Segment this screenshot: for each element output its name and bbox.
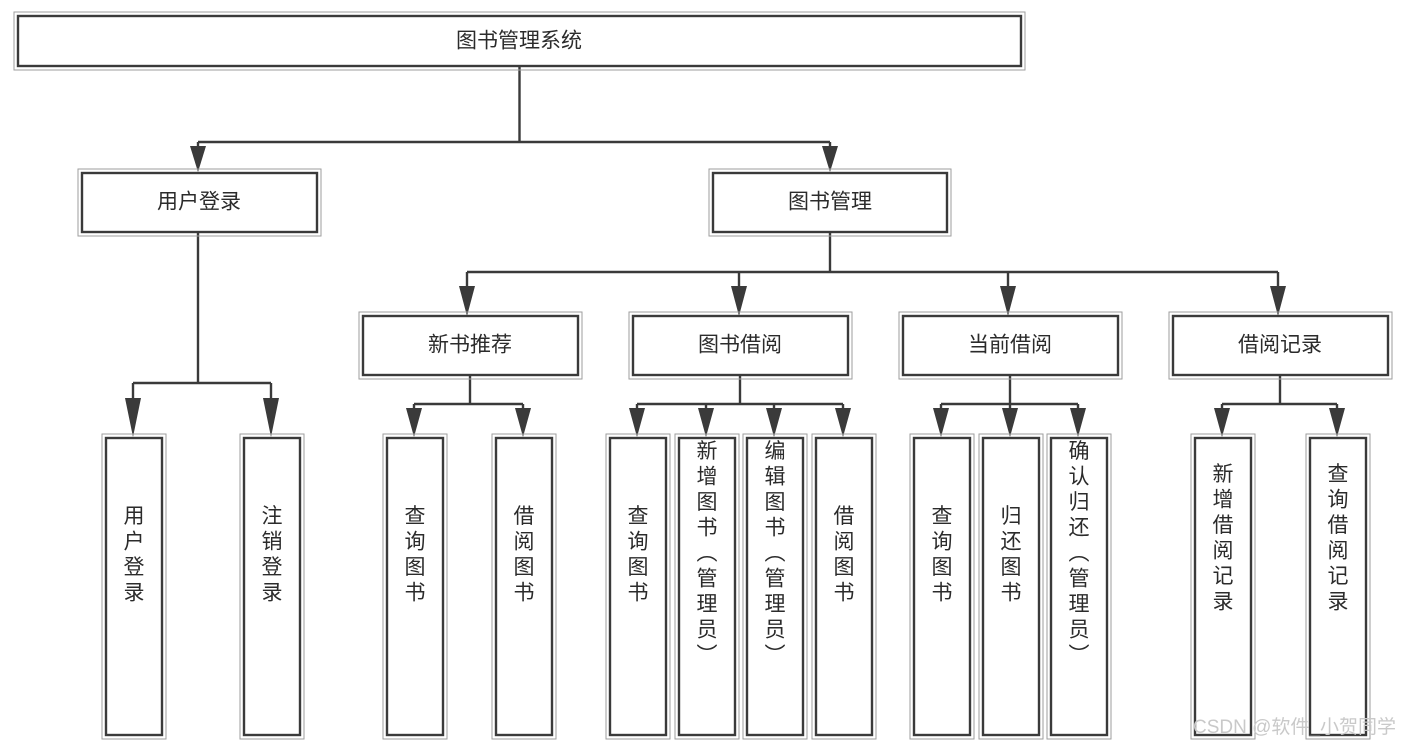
arrow-to-borrow-record — [1270, 286, 1286, 316]
arrow-to-book-mgmt — [822, 146, 838, 172]
node-new-book-recommend[interactable]: 新书推荐 — [358, 311, 583, 380]
node-borrow-record[interactable]: 借阅记录 — [1168, 311, 1393, 380]
leaf-bookborrow-edit-book-label: 编辑图书︵管理员︶ — [765, 440, 786, 667]
arrow-to-bookborrow-leaf-4 — [835, 408, 851, 437]
leaf-bookborrow-edit-book[interactable]: 编辑图书︵管理员︶ — [742, 433, 808, 740]
leaf-borrowrecord-query-record-label: 查询借阅记录 — [1328, 463, 1349, 614]
arrow-to-bookborrow-leaf-1 — [629, 408, 645, 437]
leaf-user-login-login-label: 用户登录 — [124, 505, 145, 605]
leaf-newbook-query-book-label: 查询图书 — [405, 505, 426, 605]
leaf-borrowrecord-add-record-label: 新增借阅记录 — [1213, 463, 1234, 614]
leaf-user-login-logout-label: 注销登录 — [262, 505, 283, 605]
leaf-currentborrow-confirm-return-label: 确认归还︵管理员︶ — [1069, 440, 1090, 667]
leaf-bookborrow-query-book[interactable]: 查询图书 — [605, 433, 671, 740]
leaf-user-login-login[interactable]: 用户登录 — [101, 433, 167, 740]
arrow-to-currentborrow-leaf-2 — [1002, 408, 1018, 437]
leaf-currentborrow-query-book[interactable]: 查询图书 — [909, 433, 975, 740]
csdn-watermark: CSDN @软件_小贺同学 — [1193, 716, 1396, 738]
node-borrow-record-label: 借阅记录 — [1238, 334, 1322, 357]
arrow-to-currentborrow-leaf-1 — [933, 408, 949, 437]
arrow-to-leaf-logout — [263, 398, 279, 437]
arrow-to-newbook-leaf-1 — [406, 408, 422, 437]
arrow-to-newbook-leaf-2 — [515, 408, 531, 437]
node-book-management[interactable]: 图书管理 — [708, 168, 952, 237]
arrow-to-user-login — [190, 146, 206, 172]
leaf-bookborrow-add-book-label: 新增图书︵管理员︶ — [697, 440, 718, 667]
leaf-newbook-query-book[interactable]: 查询图书 — [382, 433, 448, 740]
arrow-to-bookborrow-leaf-2 — [698, 408, 714, 437]
node-current-borrow[interactable]: 当前借阅 — [898, 311, 1123, 380]
node-user-login-label: 用户登录 — [157, 191, 241, 214]
node-book-management-label: 图书管理 — [788, 191, 872, 214]
leaf-borrowrecord-add-record[interactable]: 新增借阅记录 — [1190, 433, 1256, 740]
leaf-user-login-logout[interactable]: 注销登录 — [239, 433, 305, 740]
leaf-bookborrow-add-book[interactable]: 新增图书︵管理员︶ — [674, 433, 740, 740]
leaf-bookborrow-borrow-book[interactable]: 借阅图书 — [811, 433, 877, 740]
arrow-to-bookborrow-leaf-3 — [766, 408, 782, 437]
node-root-system-label: 图书管理系统 — [456, 30, 582, 53]
arrow-to-book-borrow — [731, 286, 747, 316]
leaf-currentborrow-query-book-label: 查询图书 — [932, 505, 953, 605]
leaf-newbook-borrow-book[interactable]: 借阅图书 — [491, 433, 557, 740]
arrow-to-leaf-user-login — [125, 398, 141, 437]
leaf-borrowrecord-query-record[interactable]: 查询借阅记录 — [1305, 433, 1371, 740]
node-book-borrow[interactable]: 图书借阅 — [628, 311, 853, 380]
node-root-system[interactable]: 图书管理系统 — [13, 11, 1026, 71]
arrow-to-current-borrow — [1000, 286, 1016, 316]
leaf-currentborrow-return-book-label: 归还图书 — [1001, 505, 1022, 605]
arrow-to-new-book — [459, 286, 475, 316]
arrow-to-currentborrow-leaf-3 — [1070, 408, 1086, 437]
leaf-bookborrow-borrow-book-label: 借阅图书 — [834, 505, 855, 605]
leaf-newbook-borrow-book-label: 借阅图书 — [514, 505, 535, 605]
arrow-to-borrowrecord-leaf-2 — [1329, 408, 1345, 437]
node-current-borrow-label: 当前借阅 — [968, 334, 1052, 357]
arrow-to-borrowrecord-leaf-1 — [1214, 408, 1230, 437]
node-book-borrow-label: 图书借阅 — [698, 334, 782, 357]
leaf-bookborrow-query-book-label: 查询图书 — [628, 505, 649, 605]
edges-layer — [125, 66, 1345, 437]
node-user-login[interactable]: 用户登录 — [77, 168, 322, 237]
leaf-currentborrow-return-book[interactable]: 归还图书 — [978, 433, 1044, 740]
node-new-book-recommend-label: 新书推荐 — [428, 334, 512, 357]
leaf-currentborrow-confirm-return[interactable]: 确认归还︵管理员︶ — [1046, 433, 1112, 740]
